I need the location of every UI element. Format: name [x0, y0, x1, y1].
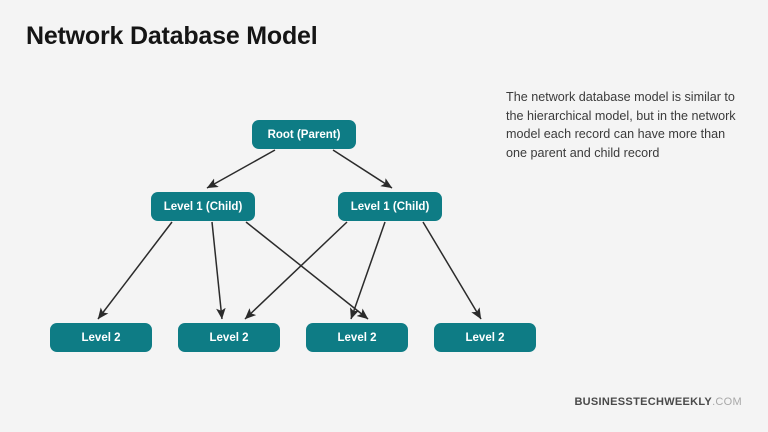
edge-l1right-to-level2-2 [244, 221, 348, 320]
edge-l1right-to-level2-4 [422, 221, 482, 320]
node-root-label: Root (Parent) [267, 128, 341, 141]
footer-branding: BUSINESSTECHWEEKLY.COM [574, 396, 742, 408]
edge-l1left-to-level2-2 [211, 221, 226, 320]
node-level1-left-label: Level 1 (Child) [163, 200, 243, 213]
node-root[interactable]: Root (Parent) [252, 120, 356, 149]
node-level1-right-label: Level 1 (Child) [350, 200, 430, 213]
node-level2-4[interactable]: Level 2 [434, 323, 536, 352]
node-level2-2-label: Level 2 [209, 331, 249, 344]
node-level2-4-label: Level 2 [465, 331, 505, 344]
brand-name: BUSINESSTECHWEEKLY [574, 396, 713, 408]
node-level2-1-label: Level 2 [81, 331, 121, 344]
edge-root-to-level1-left [206, 149, 276, 189]
description-text: The network database model is similar to… [506, 90, 736, 160]
node-level2-1[interactable]: Level 2 [50, 323, 152, 352]
node-level2-3-label: Level 2 [337, 331, 377, 344]
edge-l1right-to-level2-3 [350, 221, 386, 320]
node-level2-3[interactable]: Level 2 [306, 323, 408, 352]
node-level1-right[interactable]: Level 1 (Child) [338, 192, 442, 221]
edge-root-to-level1-right [332, 149, 393, 189]
brand-tld: .COM [712, 396, 742, 408]
page-title: Network Database Model [26, 22, 318, 50]
edge-l1left-to-level2-1 [97, 221, 173, 320]
edge-l1left-to-level2-3 [245, 221, 369, 320]
node-level2-2[interactable]: Level 2 [178, 323, 280, 352]
node-level1-left[interactable]: Level 1 (Child) [151, 192, 255, 221]
